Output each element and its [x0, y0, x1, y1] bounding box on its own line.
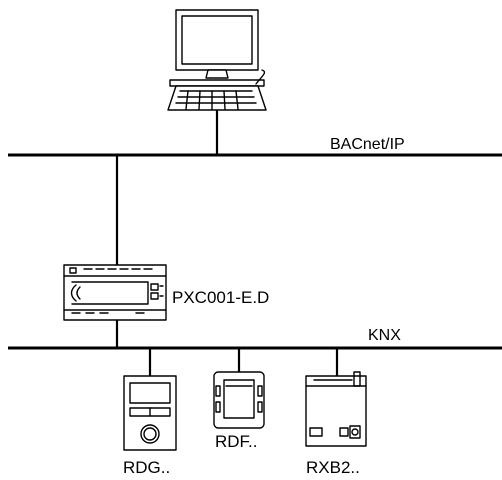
knx-label: KNX: [368, 327, 401, 344]
controller-icon: [63, 264, 167, 321]
rxb-label: RXB2..: [306, 458, 360, 477]
rdf-thermostat-icon: [213, 371, 265, 429]
rxb-controller-icon: [305, 371, 367, 447]
rdg-thermostat-icon: [123, 375, 177, 451]
rdf-label: RDF..: [215, 432, 258, 451]
workstation-icon: [167, 9, 267, 111]
bacnet-label: BACnet/IP: [330, 136, 405, 153]
controller-label: PXC001-E.D: [172, 288, 269, 307]
rdg-label: RDG..: [123, 458, 170, 477]
